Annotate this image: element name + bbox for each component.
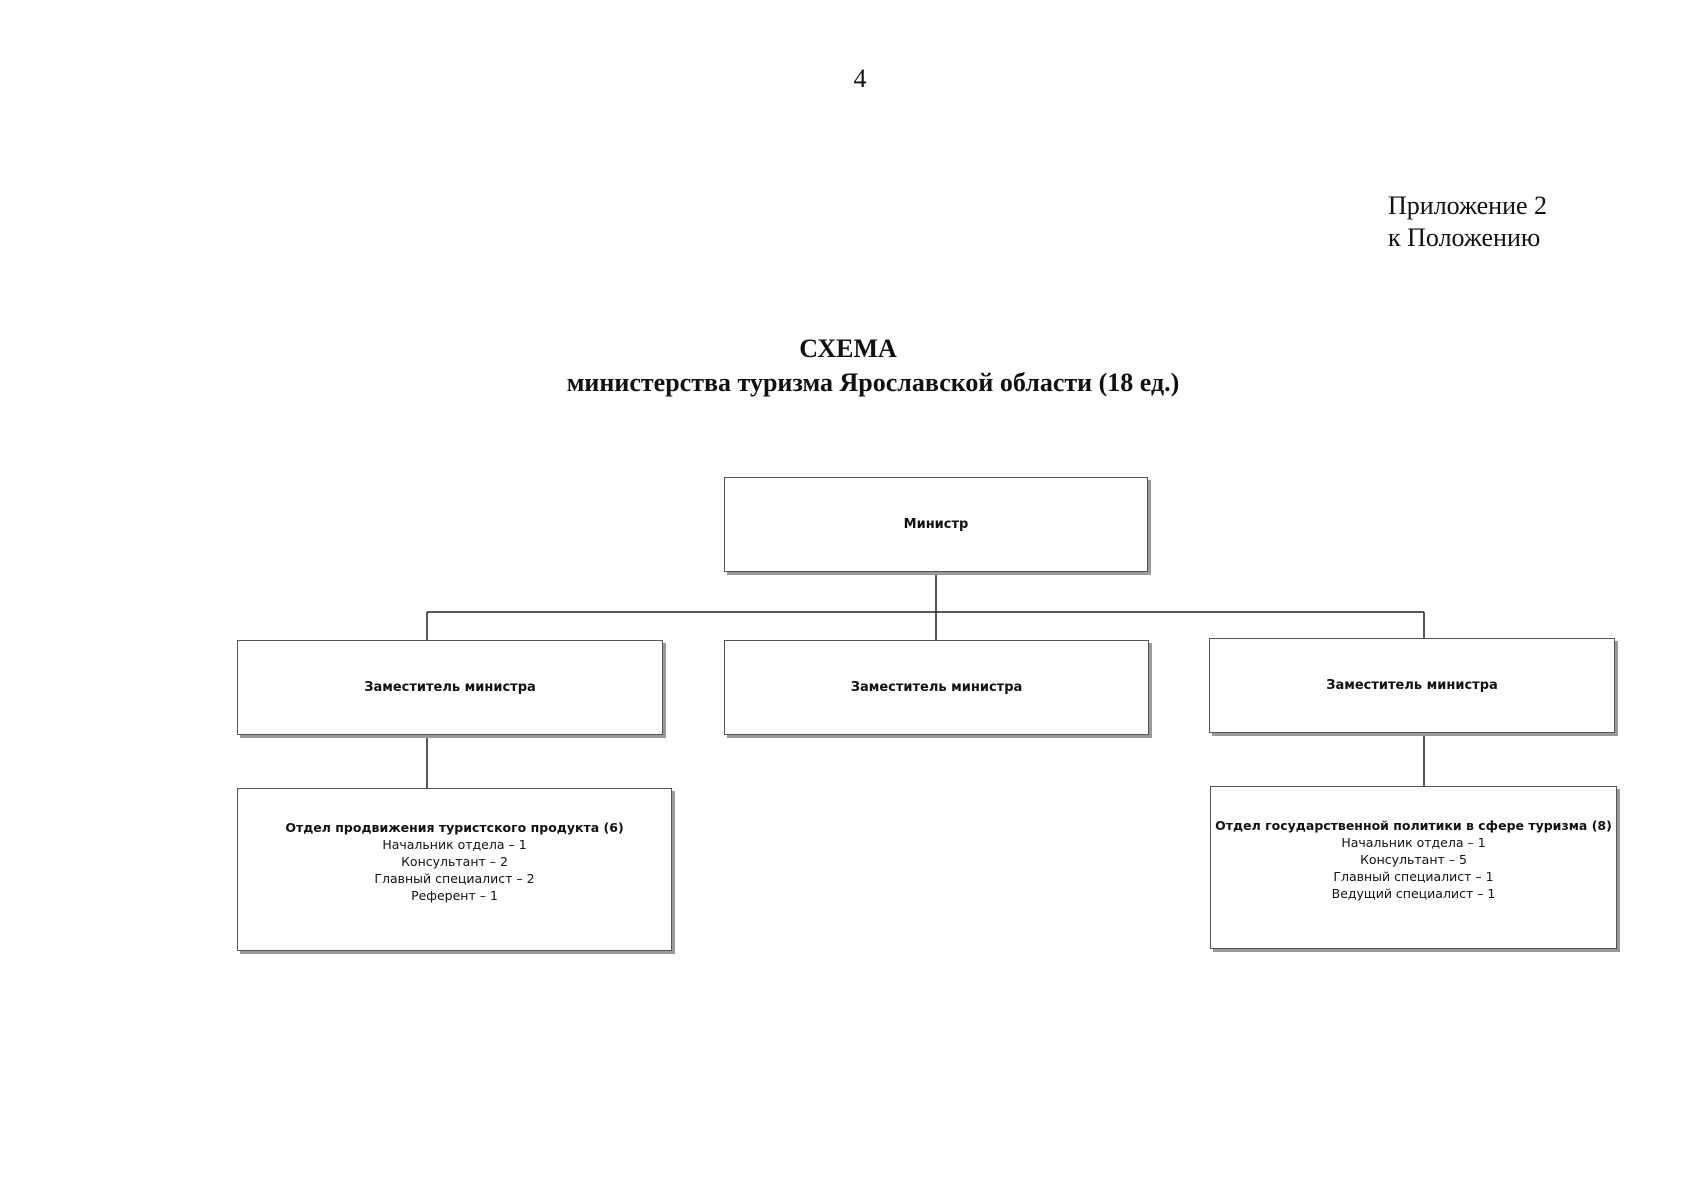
scheme-subtitle: министерства туризма Ярославской области…	[566, 368, 1180, 397]
department-title: Отдел продвижения туристского продукта (…	[285, 820, 624, 835]
staff-line: Консультант – 2	[401, 854, 508, 869]
deputy-label: Заместитель министра	[850, 680, 1023, 695]
deputy-label: Заместитель министра	[1326, 678, 1498, 693]
appendix-line-2: к Положению	[1388, 223, 1541, 252]
minister-label: Министр	[903, 517, 969, 532]
staff-line: Главный специалист – 2	[374, 871, 535, 886]
department-box-policy: Отдел государственной политики в сфере т…	[1210, 786, 1617, 949]
page-number: 4	[853, 64, 867, 93]
appendix-line-1: Приложение 2	[1388, 191, 1548, 220]
department-box-promotion: Отдел продвижения туристского продукта (…	[237, 788, 672, 951]
staff-line: Начальник отдела – 1	[1341, 835, 1486, 850]
appendix-note: Приложение 2 к Положению	[1388, 190, 1547, 254]
deputy-label: Заместитель министра	[364, 680, 536, 695]
deputy-box-left: Заместитель министра	[237, 640, 663, 735]
deputy-box-right: Заместитель министра	[1209, 638, 1615, 733]
staff-line: Начальник отдела – 1	[382, 837, 527, 852]
staff-line: Консультант – 5	[1360, 852, 1467, 867]
staff-line: Референт – 1	[411, 888, 498, 903]
department-title: Отдел государственной политики в сфере т…	[1215, 818, 1612, 833]
minister-box: Министр	[724, 477, 1148, 572]
staff-line: Главный специалист – 1	[1333, 869, 1494, 884]
staff-line: Ведущий специалист – 1	[1331, 886, 1496, 901]
scheme-title: СХЕМА	[799, 334, 897, 363]
deputy-box-center: Заместитель министра	[724, 640, 1149, 735]
